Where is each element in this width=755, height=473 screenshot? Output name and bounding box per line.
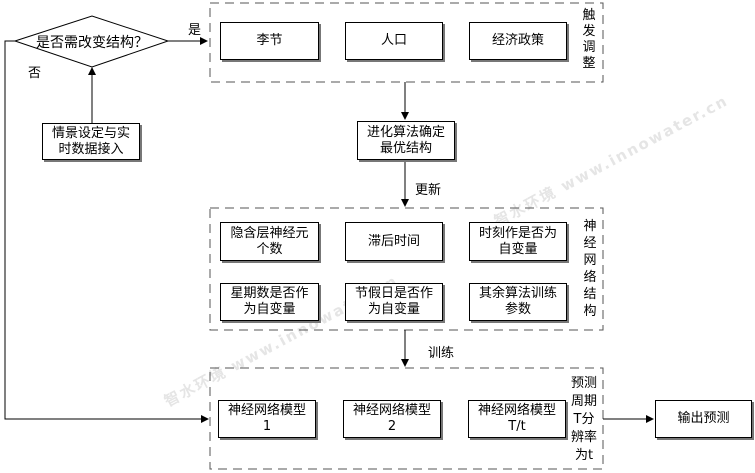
evolution-box: 进化算法确定最优结构 <box>357 121 455 160</box>
no-label: 否 <box>28 66 42 81</box>
decision-text: 是否需改变结构？ <box>36 35 148 51</box>
input-box: 情景设定与实时数据接入 <box>42 123 140 160</box>
nn-group-label: 神经网络结构 <box>582 218 598 320</box>
nn-item: 其余算法训练参数 <box>469 283 567 321</box>
trigger-item-season: 李节 <box>220 22 319 60</box>
trigger-group-border <box>209 2 604 83</box>
nn-item: 节假日是否作为自变量 <box>345 283 443 321</box>
trigger-item-economic-policy: 经济政策 <box>469 22 567 60</box>
trigger-item-population: 人口 <box>345 22 443 60</box>
trigger-group-label: 触发调整 <box>581 8 597 72</box>
update-label: 更新 <box>415 183 442 198</box>
nn-item: 滞后时间 <box>345 222 443 261</box>
yes-label: 是 <box>188 23 202 38</box>
output-box: 输出预测 <box>655 400 752 438</box>
nn-group-border <box>209 207 604 331</box>
model-group-label: 预测 周期 T分 辨率 为t <box>568 375 600 465</box>
nn-item: 星期数是否作为自变量 <box>220 283 319 321</box>
train-label: 训练 <box>428 346 455 361</box>
nn-item: 时刻作是否为自变量 <box>469 222 567 261</box>
nn-item: 隐含层神经元个数 <box>220 222 319 261</box>
